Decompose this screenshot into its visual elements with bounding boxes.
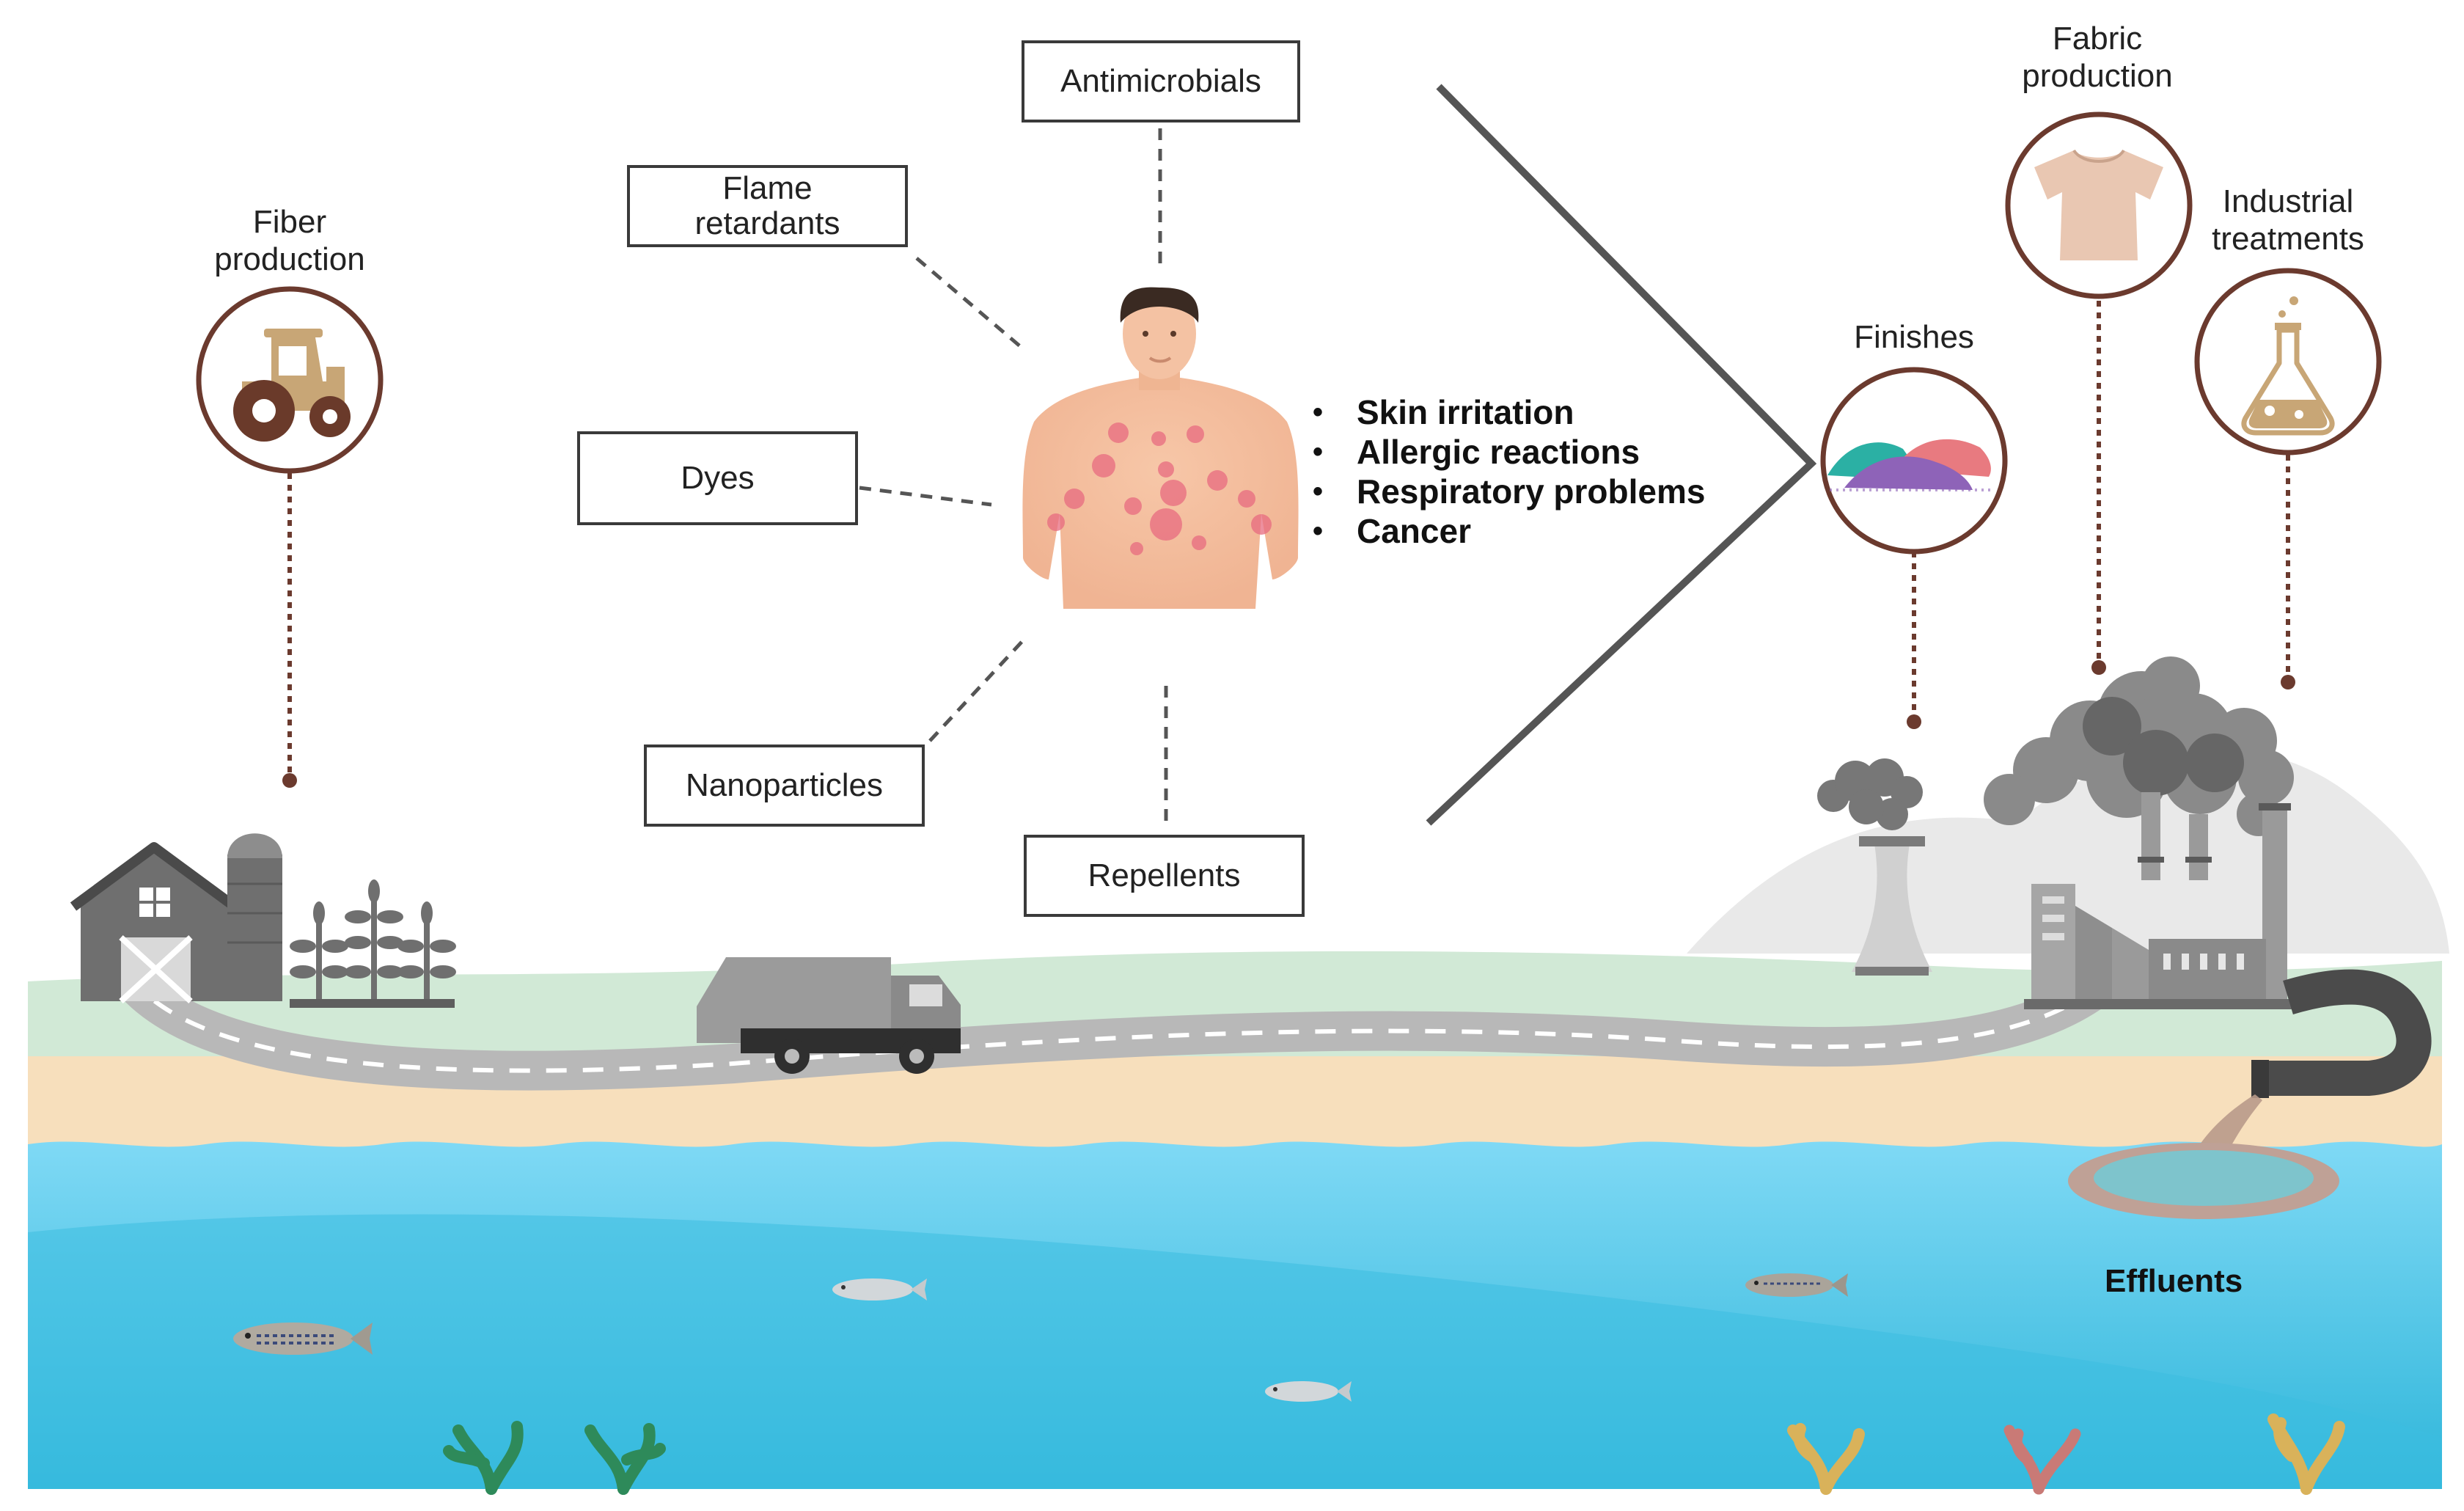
fiber-production-label: Fiber production <box>214 204 365 277</box>
effluent-pond <box>2068 1143 2339 1219</box>
effluents-label: Effluents <box>2105 1263 2243 1299</box>
person-figure <box>1022 287 1299 609</box>
truck-icon <box>697 957 961 1074</box>
fish-icon <box>233 1273 1848 1402</box>
fabric-production-label: Fabric production <box>2022 21 2173 94</box>
repellents-box: Repellents <box>1024 835 1305 917</box>
tractor-icon <box>233 329 351 442</box>
stage-connectors <box>287 301 2290 778</box>
factory-icon <box>1984 656 2295 1009</box>
chemical-connectors <box>859 128 1168 829</box>
finishes-label: Finishes <box>1854 319 1974 355</box>
water-depth <box>28 1214 2442 1489</box>
barn-icon <box>70 833 282 1003</box>
health-effects-list: Skin irritation Allergic reactions Respi… <box>1313 392 1705 551</box>
pigment-powder-icon <box>1827 439 1991 491</box>
industrial-treatments-label: Industrial treatments <box>2212 183 2364 257</box>
health-effect-item: Allergic reactions <box>1313 432 1705 472</box>
cooling-tower-icon <box>1817 758 1932 976</box>
health-effect-item: Respiratory problems <box>1313 472 1705 511</box>
tshirt-icon <box>2034 149 2163 260</box>
chevron-arrow-icon <box>1426 84 1817 826</box>
dyes-box: Dyes <box>577 431 858 525</box>
road-markings <box>126 973 2114 1073</box>
coral-icon <box>443 1413 2345 1495</box>
health-effect-item: Cancer <box>1313 511 1705 551</box>
nanoparticles-box: Nanoparticles <box>644 744 925 827</box>
flask-icon <box>2241 296 2335 436</box>
flame-retardants-box: Flame retardants <box>627 165 908 247</box>
health-effect-item: Skin irritation <box>1313 392 1705 432</box>
crops-icon <box>290 879 456 1008</box>
connector-dots <box>282 660 2295 788</box>
antimicrobials-box: Antimicrobials <box>1022 40 1300 122</box>
industrial-circle <box>2194 268 2382 456</box>
